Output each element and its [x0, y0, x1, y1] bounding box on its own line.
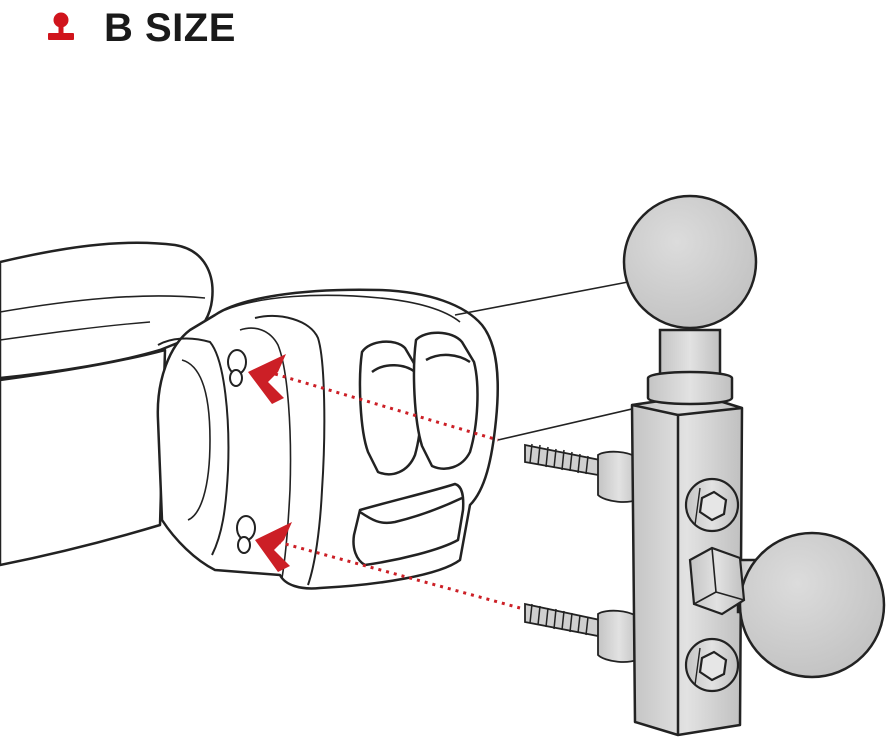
ball-mount-icon	[48, 12, 74, 40]
mounting-hole	[236, 515, 256, 554]
switch-button	[352, 482, 465, 567]
leader-line	[454, 281, 629, 316]
switch-button	[412, 331, 479, 470]
housing-seam	[239, 327, 292, 579]
screw	[524, 602, 641, 663]
hex-bolt-icon	[684, 477, 740, 533]
hex-bolt-icon	[684, 637, 740, 693]
alignment-line	[274, 372, 521, 610]
hex-nut-icon	[688, 546, 746, 616]
header: B SIZE	[44, 6, 236, 50]
housing-top-edge	[224, 294, 461, 323]
leader-line	[497, 407, 637, 441]
red-arrow-icon	[248, 354, 292, 572]
housing-edge	[157, 337, 230, 556]
screw	[524, 443, 641, 503]
page-title: B SIZE	[104, 6, 236, 50]
housing-seam	[254, 315, 326, 586]
housing-edge	[181, 359, 211, 521]
mounting-hole	[227, 349, 247, 387]
side-ball	[736, 531, 886, 679]
top-ball	[622, 194, 758, 406]
grip-contour-line	[0, 321, 151, 341]
grip-contour-line	[0, 295, 206, 313]
